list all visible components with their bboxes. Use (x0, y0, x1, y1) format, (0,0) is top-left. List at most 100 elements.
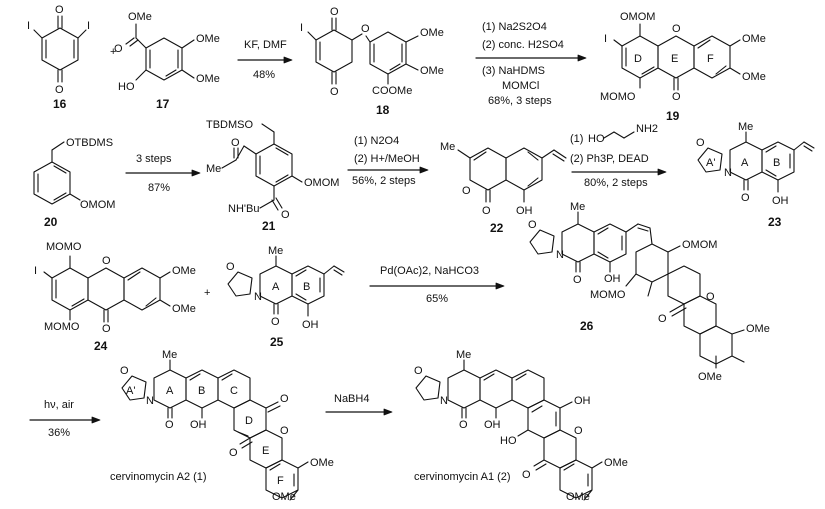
ring-label: D (634, 53, 642, 65)
ring-label: A' (126, 385, 135, 397)
atom-label: N (440, 395, 448, 407)
compound-number: 16 (53, 97, 67, 111)
reaction-arrow-7: hν, air 36% (29, 399, 101, 439)
atom-label: OH (574, 395, 591, 407)
atom-label: Me (570, 201, 585, 213)
compound-24: MOMO I O O OMe OMe MOMO 24 (34, 241, 196, 353)
ring-label: F (707, 53, 714, 65)
reaction-arrow-6: Pd(OAc)2, NaHCO3 65% (369, 265, 505, 305)
atom-label: O (459, 419, 468, 431)
ring-label: E (671, 53, 678, 65)
atom-label: O (280, 393, 289, 405)
ring-label: A (741, 157, 749, 169)
atom-label: OMe (566, 491, 590, 503)
atom-label: N (254, 291, 262, 303)
reaction-arrow-5: (1) HO NH2 (2) Ph3P, DEAD 80%, 2 steps (570, 123, 667, 189)
reagent-label: 3 steps (136, 153, 172, 165)
compound-16: O O I I 16 (27, 4, 90, 111)
atom-label: MOMO (46, 241, 82, 253)
atom-label: O (165, 419, 174, 431)
atom-label: OH (772, 195, 789, 207)
atom-label: O (462, 185, 471, 197)
reagent-label: (1) N2O4 (354, 135, 399, 147)
atom-label: MOMO (44, 321, 80, 333)
compound-22: Me O O OH 22 (440, 141, 567, 235)
atom-label: I (34, 265, 37, 277)
yield-label: 80%, 2 steps (584, 177, 648, 189)
reagent-label: MOMCl (502, 80, 539, 92)
atom-label: OH (302, 319, 319, 331)
compound-26: Me O N O OH OMOM MOMO O O OMe OMe 26 (528, 201, 770, 383)
compound-number: 23 (768, 215, 782, 229)
atom-label: OMe (172, 265, 196, 277)
atom-label: O (696, 137, 705, 149)
atom-label: OH (516, 205, 533, 217)
atom-label: N (146, 395, 154, 407)
compound-number: 25 (270, 335, 284, 349)
plus-sign: + (110, 46, 116, 58)
compound-number: 17 (156, 97, 170, 111)
compound-number: 19 (666, 109, 680, 123)
atom-label: OMe (272, 491, 296, 503)
yield-label: 36% (48, 427, 70, 439)
atom-label: O (573, 274, 582, 286)
compound-number: 21 (262, 219, 276, 233)
reagent-label: (2) conc. H2SO4 (482, 39, 564, 51)
atom-label: OMe (742, 71, 766, 83)
atom-label: O (120, 365, 129, 377)
atom-label: O (741, 192, 750, 204)
atom-label: OMe (310, 457, 334, 469)
reaction-arrow-4: (1) N2O4 (2) H+/MeOH 56%, 2 steps (347, 135, 429, 187)
yield-label: 65% (426, 293, 448, 305)
atom-label: OMe (128, 11, 152, 23)
reagent-label: NaBH4 (334, 393, 369, 405)
atom-label: MOMO (600, 91, 636, 103)
atom-label: O (281, 209, 290, 221)
atom-label: O (528, 219, 537, 231)
reaction-arrow-1: KF, DMF 48% (237, 39, 293, 81)
atom-label: OMe (420, 65, 444, 77)
atom-label: Me (738, 121, 753, 133)
atom-label: Me (440, 141, 455, 153)
compound-cervinomycin-a1: Me O N O OH OH HO O O OMe OMe cervinomyc… (414, 349, 628, 503)
atom-label: O (482, 205, 491, 217)
atom-label: OH (190, 419, 207, 431)
atom-label: NH'Bu (228, 203, 259, 215)
yield-label: 48% (253, 69, 275, 81)
yield-label: 56%, 2 steps (352, 175, 416, 187)
atom-label: O (330, 86, 339, 98)
ring-label: A (166, 385, 174, 397)
atom-label: I (87, 20, 90, 32)
atom-label: HO (588, 133, 605, 145)
atom-label: O (658, 313, 667, 325)
atom-label: OMe (742, 33, 766, 45)
atom-label: Me (206, 163, 221, 175)
atom-label: OMOM (620, 11, 655, 23)
atom-label: OMOM (80, 199, 115, 211)
compound-17: OMe O OMe OMe HO 17 (114, 11, 220, 111)
compound-number: 26 (580, 319, 594, 333)
ring-label: C (230, 385, 238, 397)
reagent-label: (2) Ph3P, DEAD (570, 153, 649, 165)
atom-label: I (300, 22, 303, 34)
ring-label: E (262, 445, 269, 457)
atom-label: I (604, 33, 607, 45)
reagent-label: hν, air (44, 399, 74, 411)
atom-label: TBDMSO (206, 119, 254, 131)
ring-label: F (277, 475, 284, 487)
atom-label: OH (604, 273, 621, 285)
atom-label: Me (268, 245, 283, 257)
reagent-label: (3) NaHDMS (482, 65, 545, 77)
atom-label: O (102, 323, 111, 335)
atom-label: OMe (698, 371, 722, 383)
atom-label: O (522, 469, 531, 481)
ring-label: A (272, 281, 280, 293)
compound-18: O O I O OMe OMe COOMe 18 (300, 6, 444, 117)
reagent-label: (2) H+/MeOH (354, 153, 420, 165)
atom-label: O (114, 43, 123, 55)
atom-label: O (280, 425, 289, 437)
reaction-arrow-2: (1) Na2S2O4 (2) conc. H2SO4 (3) NaHDMS M… (475, 21, 587, 107)
reaction-arrow-8: NaBH4 (325, 393, 393, 416)
atom-label: OMe (196, 73, 220, 85)
reagent-label: Pd(OAc)2, NaHCO3 (380, 265, 479, 277)
